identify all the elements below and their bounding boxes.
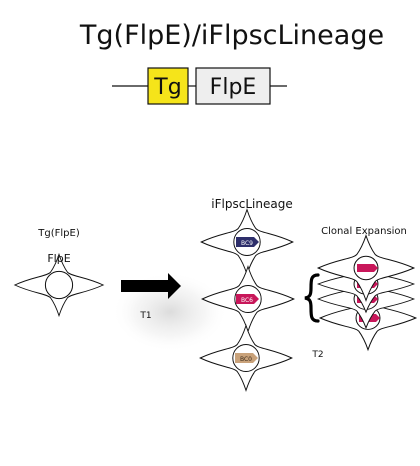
iflpsclineage-label: iFlpscLineage bbox=[211, 197, 292, 211]
tg-flpe-cell-label: Tg(FlpE) bbox=[37, 228, 80, 239]
barcode-cell-bc0 bbox=[199, 325, 293, 391]
clonal-expansion-group: Clonal Expansion T2 bbox=[304, 226, 417, 360]
clone-barcode-tag bbox=[357, 264, 378, 272]
barcode-tag-bc6 bbox=[236, 294, 259, 304]
barcode-tag-bc0 bbox=[235, 353, 258, 363]
flpe-gene-box bbox=[195, 67, 271, 105]
tg-promoter-box bbox=[147, 67, 189, 105]
t1-arrow-group: T1 bbox=[112, 272, 228, 352]
tg-flpe-cell bbox=[14, 253, 104, 317]
tg-label: Tg bbox=[153, 75, 181, 100]
transition-arrow bbox=[121, 273, 181, 299]
t1-label: T1 bbox=[139, 311, 151, 321]
barcode-label-bc6: BC6 bbox=[241, 297, 253, 304]
clonal-brace bbox=[304, 273, 320, 323]
barcode-label-bc9: BC9 bbox=[241, 240, 253, 247]
barcode-cell-bc9 bbox=[200, 209, 294, 275]
barcode-cell-bc6 bbox=[201, 266, 295, 332]
t2-label: T2 bbox=[311, 350, 323, 360]
clonal-expansion-label: Clonal Expansion bbox=[321, 226, 407, 237]
flpe-label: FlpE bbox=[210, 75, 257, 100]
tg-flpe-cell-group: Tg(FlpE) FlpE bbox=[14, 228, 104, 317]
construct-schematic: Tg FlpE bbox=[112, 67, 287, 105]
diagram-title: Tg(FlpE)/iFlpscLineage bbox=[79, 20, 384, 51]
barcode-label-bc0: BC0 bbox=[240, 356, 252, 363]
flpe-cell-inner-label: FlpE bbox=[47, 252, 70, 265]
barcode-tag-bc9 bbox=[236, 237, 259, 247]
iflpsclineage-group: iFlpscLineage BC9 BC6 BC0 bbox=[199, 197, 295, 391]
